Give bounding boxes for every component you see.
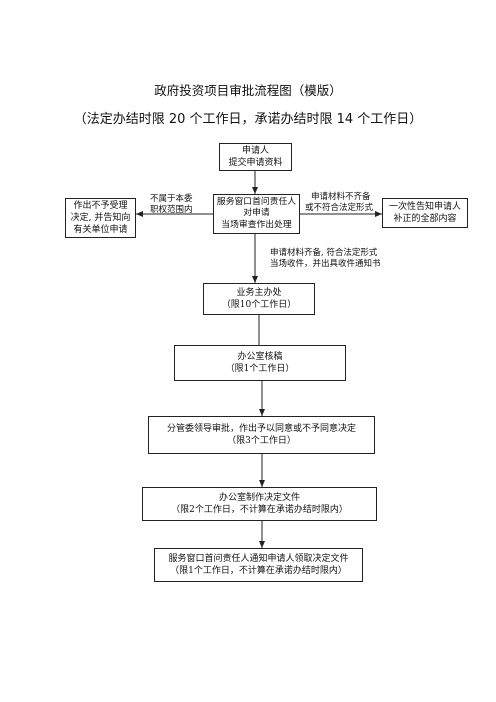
business-dept-line-2: （限10个工作日） [221, 300, 297, 310]
office-document-line-1: 办公室制作决定文件 [218, 493, 300, 503]
deliver-decision-line-2: （限1个工作日，不计算在承诺办结时限内） [170, 566, 347, 576]
label-not-in-scope: 不属于本委 职权范围内 [150, 194, 193, 216]
notify-box: 一次性告知申请人 补正的全部内容 [382, 198, 468, 228]
service-window-box: 服务窗口首问责任人 对申请 当场审查作出处理 [213, 194, 300, 234]
applicant-line-2: 提交申请资料 [228, 158, 283, 168]
reject-line-2: 决定, 并告知向 [70, 213, 131, 223]
service-window-line-1: 服务窗口首问责任人 [216, 196, 297, 207]
label-complete-line-2: 当场收件，并出具收件通知书 [270, 259, 381, 269]
leader-approval-box: 分管委领导审批，作出予以同意或不予同意决定 （限3个工作日） [148, 416, 375, 454]
deliver-decision-box: 服务窗口首问责任人通知申请人领取决定文件 （限1个工作日，不计算在承诺办结时限内… [154, 548, 363, 582]
label-incomplete-line-2: 或不符合法定形式 [305, 203, 374, 213]
office-review-box: 办公室核稿 （限1个工作日） [174, 345, 346, 381]
applicant-line-1: 申请人 [241, 146, 269, 156]
reject-box: 作出不予受理 决定, 并告知向 有关单位申请 [65, 198, 136, 238]
office-review-line-1: 办公室核稿 [237, 352, 283, 362]
deliver-decision-line-1: 服务窗口首问责任人通知申请人领取决定文件 [168, 554, 349, 564]
page-subtitle: （法定办结时限 20 个工作日，承诺办结时限 14 个工作日） [73, 112, 423, 127]
label-not-in-scope-line-1: 不属于本委 [150, 194, 193, 204]
office-document-line-2: （限2个工作日，不计算在承诺办结时限内） [171, 505, 348, 515]
leader-approval-line-1: 分管委领导审批，作出予以同意或不予同意决定 [166, 424, 356, 434]
office-document-box: 办公室制作决定文件 （限2个工作日，不计算在承诺办结时限内） [142, 487, 377, 521]
label-incomplete-line-1: 申请材料不齐备 [311, 192, 371, 202]
service-window-line-3: 当场审查作出处理 [221, 219, 292, 230]
business-dept-line-1: 业务主办处 [236, 288, 282, 298]
applicant-box: 申请人 提交申请资料 [219, 143, 292, 171]
reject-line-3: 有关单位申请 [73, 225, 128, 235]
leader-approval-line-2: （限3个工作日） [227, 436, 296, 446]
label-complete-line-1: 申请材料齐备, 符合法定形式 [270, 248, 378, 258]
page-title: 政府投资项目审批流程图（模版） [154, 83, 342, 98]
business-dept-box: 业务主办处 （限10个工作日） [203, 283, 315, 315]
label-not-in-scope-line-2: 职权范围内 [150, 205, 193, 215]
label-complete: 申请材料齐备, 符合法定形式 当场收件，并出具收件通知书 [270, 248, 381, 270]
office-review-line-2: （限1个工作日） [225, 364, 295, 374]
reject-line-1: 作出不予受理 [73, 201, 128, 211]
label-incomplete: 申请材料不齐备 或不符合法定形式 [305, 192, 373, 214]
notify-line-2: 补正的全部内容 [393, 214, 457, 224]
service-window-line-2: 对申请 [243, 208, 270, 219]
notify-line-1: 一次性告知申请人 [388, 202, 461, 212]
